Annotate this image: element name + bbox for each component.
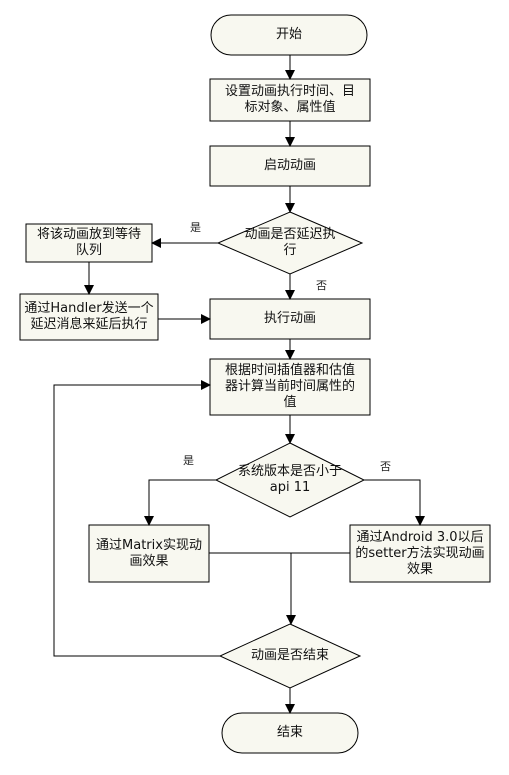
queue-box: [25, 223, 153, 263]
version-no-label: 否: [380, 460, 391, 473]
setter-box: [349, 524, 491, 583]
version-yes-label: 是: [183, 454, 194, 467]
start-anim-box: [209, 145, 371, 187]
execute-box: [209, 298, 371, 340]
delay-yes-label: 是: [190, 221, 201, 234]
arrow-finished-loop-back: [53, 380, 220, 657]
set-params-box: [209, 78, 371, 122]
arrow-version-no-to-setter: [364, 479, 425, 526]
is-delayed-decision: [216, 211, 364, 275]
delay-no-label: 否: [316, 279, 327, 292]
is-finished-decision: [218, 623, 362, 689]
end-terminal: [221, 712, 359, 754]
matrix-box: [88, 524, 210, 583]
start-terminal: [210, 14, 368, 56]
compute-box: [209, 358, 371, 416]
version-check-decision: [214, 442, 366, 518]
arrow-version-yes-to-matrix: [144, 479, 216, 526]
handler-box: [19, 293, 159, 341]
